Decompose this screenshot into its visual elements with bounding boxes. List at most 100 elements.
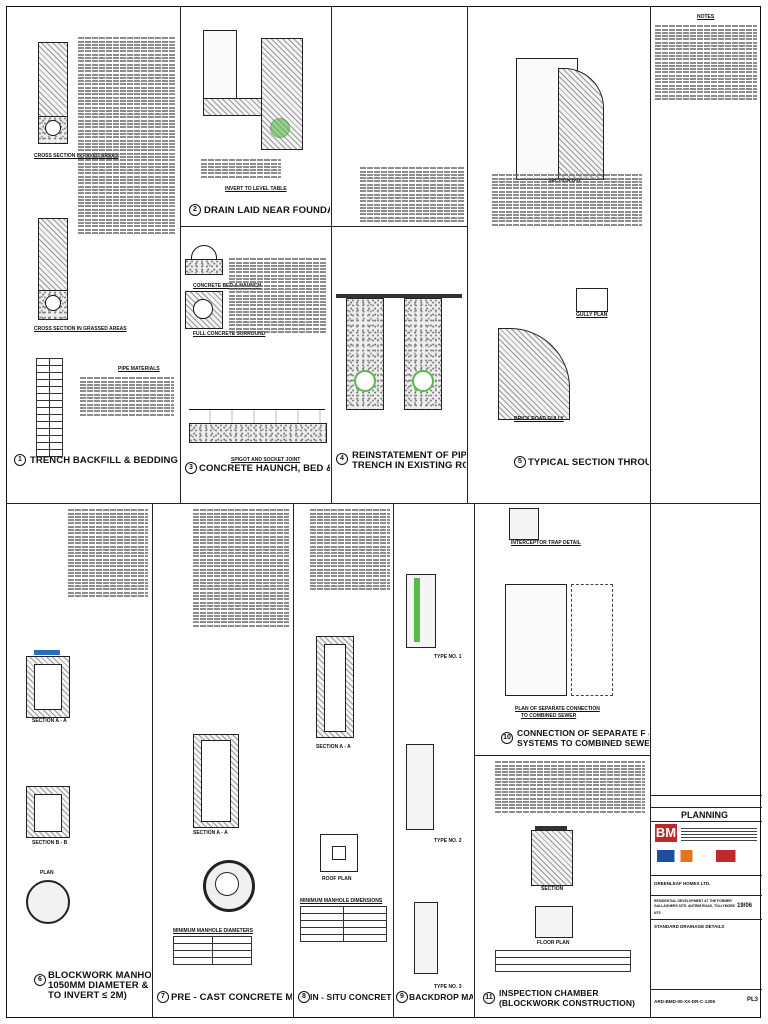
- panel-title-line2: TRENCH IN EXISTING ROAD: [352, 460, 466, 471]
- chamber-cover: [535, 826, 567, 830]
- manhole-chamber: [34, 664, 62, 710]
- logo-text-lines: [681, 828, 757, 842]
- project-line-2: GALLAGHERS SITE, ANTRIM ROAD, TOLLYMORE: [654, 904, 735, 908]
- detail-number: 4: [336, 453, 348, 465]
- grid-line: [7, 503, 761, 504]
- detail-number: 7: [157, 991, 169, 1003]
- drawing-sheet: [6, 6, 761, 1018]
- panel-concrete-haunch: CONCRETE BED & HAUNCH FULL CONCRETE SURR…: [181, 227, 330, 502]
- notes-text: [655, 24, 757, 101]
- tb-client-row: GREENLEAF HOMES LTD.: [651, 875, 762, 896]
- panel-blockwork-manhole: SECTION A - A SECTION B - B PLAN 6 BLOCK…: [8, 504, 151, 1017]
- subtitle-full-surround: FULL CONCRETE SURROUND: [193, 331, 266, 337]
- panel-road-gully: SECTION B-B GULLY PLAN BRICK ROAD GULLY …: [468, 8, 649, 502]
- notes-heading: NOTES: [697, 14, 715, 20]
- pipe-right: [412, 370, 434, 392]
- panel-inspection-chamber: SECTION FLOOR PLAN 11 INSPECTION CHAMBER…: [475, 756, 649, 1017]
- grid-line: [474, 755, 650, 756]
- manhole-diameter-table: [173, 936, 252, 965]
- plan-label-1: PLAN OF SEPARATE CONNECTION: [515, 706, 600, 712]
- grid-line: [331, 7, 332, 503]
- backdrop-type2: [406, 744, 434, 830]
- notes-text: [360, 166, 464, 223]
- type1-label: TYPE NO. 1: [434, 654, 462, 660]
- detail-number: 11: [483, 992, 495, 1004]
- panel-title-line1: REINSTATEMENT OF PIPE: [352, 450, 466, 461]
- precast-plan-inner: [215, 872, 239, 896]
- panel-title: DRAIN LAID NEAR FOUNDATIONS: [204, 205, 330, 216]
- panel-drain-foundations: INVERT TO LEVEL TABLE 2 DRAIN LAID NEAR …: [181, 8, 330, 225]
- detail-number: 10: [501, 732, 513, 744]
- grid-line: [293, 503, 294, 1018]
- detail-number: 5: [514, 456, 526, 468]
- notes-text: [201, 158, 281, 179]
- panel-trench-backfill: CROSS SECTION IN PAVED AREAS CROSS SECTI…: [8, 8, 179, 502]
- backdrop-type3: [414, 902, 438, 974]
- subtitle-paved: CROSS SECTION IN PAVED AREAS: [34, 153, 119, 159]
- panel-title-line2: 1050mm DIAMETER & DEPTH: [48, 980, 151, 991]
- backdrop-type1: [406, 574, 436, 648]
- haunch-fill: [185, 259, 223, 275]
- roof-plan-label: ROOF PLAN: [322, 876, 352, 882]
- section-aa-label: SECTION A - A: [32, 718, 67, 724]
- panel-title: TYPICAL SECTION THROUGH ROAD GULLY: [528, 457, 649, 468]
- pipe-circle: [45, 120, 61, 136]
- grid-line: [180, 226, 467, 227]
- panel-title: BACKDROP MANHOLE: [409, 992, 473, 1002]
- trench-right: [404, 298, 442, 410]
- road-surface: [336, 294, 462, 298]
- tb-planning-row: PLANNING: [651, 807, 762, 822]
- project-line-1: RESIDENTIAL DEVELOPMENT AT THE FORMER: [654, 899, 732, 903]
- roof-plan-opening: [332, 846, 346, 860]
- detail-number: 8: [298, 991, 310, 1003]
- section-label: SECTION A - A: [193, 830, 228, 836]
- grid-line: [152, 503, 153, 1018]
- section-label: SECTION A - A: [316, 744, 351, 750]
- plan-label-2: TO COMBINED SEWER: [521, 713, 577, 719]
- panel-title-line1: BLOCKWORK MANHOLE <: [48, 970, 151, 981]
- subtitle-spigot: SPIGOT AND SOCKET JOINT: [231, 457, 301, 463]
- tb-title-row: STANDARD DRAINAGE DETAILS: [651, 919, 762, 990]
- detail-number: 6: [34, 974, 46, 986]
- accreditation-logos: [657, 850, 755, 862]
- subtitle-gully-plan: GULLY PLAN: [576, 312, 608, 318]
- detail-number: 2: [189, 204, 201, 216]
- pipe-materials-table: [36, 358, 63, 457]
- manhole-plan-circle: [26, 880, 70, 924]
- panel-title-line2: (BLOCKWORK CONSTRUCTION): [499, 998, 636, 1008]
- connection-diagram: [505, 584, 567, 696]
- manhole-dimensions-table: [300, 906, 387, 942]
- panel-title-line3: TO INVERT ≤ 2m): [48, 990, 127, 1001]
- planning-label: PLANNING: [681, 810, 728, 820]
- detail-number: 9: [396, 991, 408, 1003]
- pipe-left: [354, 370, 376, 392]
- foundation-footing: [203, 98, 265, 116]
- panel-title: CONCRETE HAUNCH, BED & SURROUND: [199, 463, 330, 474]
- drain-pipe: [270, 118, 290, 138]
- notes-text: [80, 376, 174, 417]
- detail-number: 1: [14, 454, 26, 466]
- panel-title: IN - SITU CONCRETE MANHOLE: [310, 992, 392, 1002]
- title-block: PLANNING BM GREENLEAF HOMES LTD. RESIDEN…: [650, 795, 762, 1018]
- panel-title-line1: INSPECTION CHAMBER: [499, 988, 599, 998]
- pipe-bed-strip: [189, 423, 327, 443]
- tb-logo-row: BM: [651, 821, 762, 876]
- scale: NTS: [654, 911, 661, 915]
- connection-grid: [571, 584, 613, 696]
- precast-plan-ring: [203, 860, 255, 912]
- manhole-chamber: [34, 794, 62, 832]
- interceptor-label: INTERCEPTOR TRAP DETAIL: [511, 540, 581, 546]
- panel-insitu-manhole: SECTION A - A ROOF PLAN MINIMUM MANHOLE …: [294, 504, 392, 1017]
- detail-number: 3: [185, 462, 197, 474]
- subtitle-grassed: CROSS SECTION IN GRASSED AREAS: [34, 326, 127, 332]
- notes-text: [492, 173, 642, 227]
- tb-rev-row: [651, 795, 762, 808]
- grid-line: [180, 7, 181, 503]
- backdrop-pipe-green: [414, 578, 420, 642]
- grid-line: [474, 503, 475, 1018]
- type2-label: TYPE NO. 2: [434, 838, 462, 844]
- panel-precast-manhole: SECTION A - A MINIMUM MANHOLE DIAMETERS …: [153, 504, 292, 1017]
- plan-label: PLAN: [40, 870, 54, 876]
- panel-general-notes: NOTES: [651, 8, 760, 794]
- panel-title: PRE - CAST CONCRETE MANHOLE: [171, 992, 292, 1003]
